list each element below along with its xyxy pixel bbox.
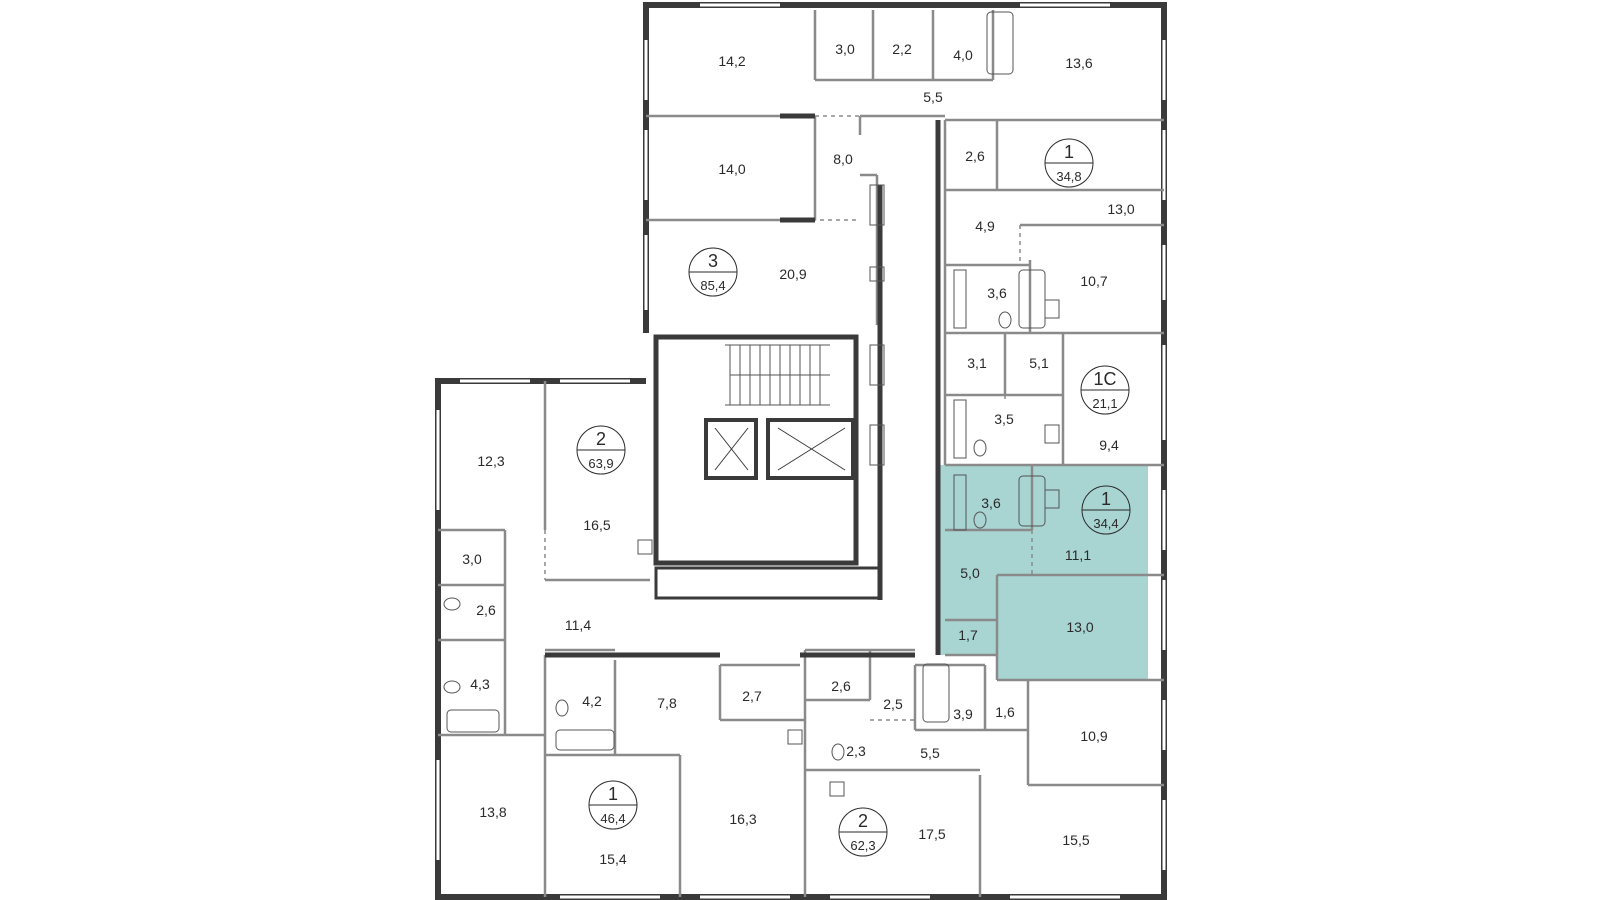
room-area-label: 3,1 — [967, 355, 987, 371]
stairwell-core — [653, 334, 882, 600]
apt-rooms: 2 — [596, 429, 606, 449]
apt-area: 34,8 — [1056, 169, 1081, 184]
apt-rooms: 1 — [608, 784, 618, 804]
room-area-label: 15,5 — [1062, 832, 1089, 848]
apt-area: 46,4 — [600, 811, 625, 826]
selected-apartment-highlight[interactable] — [938, 465, 1148, 680]
room-area-label: 2,7 — [742, 688, 762, 704]
room-area-label: 2,2 — [892, 41, 912, 57]
room-area-label: 5,0 — [960, 565, 980, 581]
room-area-label: 14,0 — [718, 161, 745, 177]
apt-area: 85,4 — [700, 278, 725, 293]
room-area-label: 2,5 — [883, 696, 903, 712]
room-area-label: 16,3 — [729, 811, 756, 827]
apt-area: 34,4 — [1093, 516, 1118, 531]
room-area-label: 2,6 — [831, 678, 851, 694]
apt-rooms: 1 — [1101, 489, 1111, 509]
apt-area: 63,9 — [588, 456, 613, 471]
room-area-label: 5,1 — [1029, 355, 1049, 371]
room-area-label: 10,7 — [1080, 273, 1107, 289]
room-area-label: 5,5 — [920, 745, 940, 761]
interior-partitions — [438, 10, 1164, 897]
room-area-label: 1,7 — [958, 627, 978, 643]
room-labels: 14,2 3,0 2,2 4,0 13,6 5,5 14,0 8,0 2,6 1… — [462, 41, 1135, 867]
open-boundaries — [544, 115, 1064, 721]
apt-rooms: 3 — [708, 251, 718, 271]
room-area-label: 2,6 — [965, 148, 985, 164]
room-area-label: 7,8 — [657, 695, 677, 711]
room-area-label: 3,6 — [981, 495, 1001, 511]
room-area-label: 13,6 — [1065, 55, 1092, 71]
room-area-label: 4,2 — [582, 693, 602, 709]
room-area-label: 13,8 — [479, 804, 506, 820]
elevator-1 — [704, 418, 758, 480]
room-area-label: 20,9 — [779, 266, 806, 282]
apt-rooms: 2 — [858, 811, 868, 831]
windows — [436, 3, 1166, 899]
room-area-label: 16,5 — [583, 517, 610, 533]
apt-rooms: 1С — [1093, 369, 1116, 389]
corridor-walls — [545, 113, 941, 658]
room-area-label: 15,4 — [599, 851, 626, 867]
elevator-2 — [766, 418, 855, 480]
room-area-label: 5,5 — [923, 89, 943, 105]
room-area-label: 3,6 — [987, 285, 1007, 301]
room-area-label: 4,0 — [953, 47, 973, 63]
apartment-badge-text: 3 85,4 1 34,8 1С 21,1 1 34,4 2 63,9 1 46… — [588, 142, 1118, 853]
room-area-label: 14,2 — [718, 53, 745, 69]
apartment-badges — [576, 138, 1131, 857]
apt-area: 62,3 — [850, 838, 875, 853]
room-area-label: 3,9 — [953, 706, 973, 722]
room-area-label: 8,0 — [833, 151, 853, 167]
room-area-label: 2,3 — [846, 743, 866, 759]
room-area-label: 11,4 — [565, 617, 591, 633]
room-area-label: 9,4 — [1099, 437, 1119, 453]
room-area-label: 3,0 — [462, 551, 482, 567]
room-area-label: 13,0 — [1107, 201, 1134, 217]
room-area-label: 3,0 — [835, 41, 855, 57]
exterior-walls — [435, 2, 1167, 900]
room-area-label: 10,9 — [1080, 728, 1107, 744]
room-area-label: 12,3 — [477, 453, 504, 469]
room-area-label: 13,0 — [1066, 619, 1093, 635]
apt-area: 21,1 — [1092, 396, 1117, 411]
room-area-label: 11,1 — [1065, 547, 1091, 563]
room-area-label: 2,6 — [476, 602, 496, 618]
bathroom-fixtures — [443, 11, 1060, 797]
room-area-label: 3,5 — [994, 411, 1014, 427]
room-area-label: 4,3 — [470, 676, 490, 692]
room-area-label: 1,6 — [995, 704, 1015, 720]
room-area-label: 17,5 — [918, 826, 945, 842]
room-area-label: 4,9 — [975, 218, 995, 234]
apt-rooms: 1 — [1064, 142, 1074, 162]
